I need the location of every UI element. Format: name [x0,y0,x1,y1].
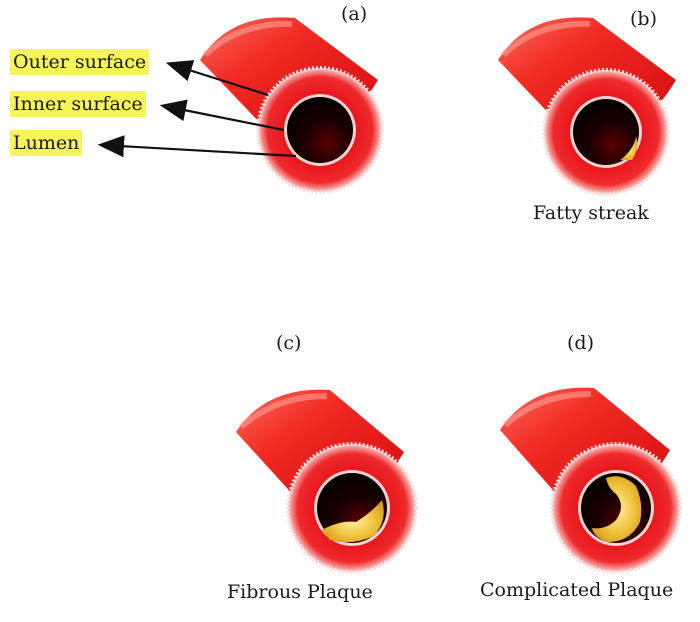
caption-fatty-streak: Fatty streak [533,202,649,224]
vessel-a [200,17,384,194]
arrow-inner-surface [159,99,285,132]
caption-complicated-plaque: Complicated Plaque [480,579,674,601]
outer-surface-label: Outer surface [10,49,150,75]
vessel-b [498,17,676,196]
panel-a-tag: (a) [341,3,368,25]
panel-d-tag: (d) [567,332,594,354]
complicated-plaque [592,476,642,542]
arrow-lumen [97,135,297,158]
vessel-c [236,389,418,574]
inner-surface-label: Inner surface [10,91,146,117]
fatty-streak-plaque [620,136,638,160]
lumen-label: Lumen [10,130,83,156]
panel-b-tag: (b) [630,8,657,30]
fibrous-plaque [322,500,384,543]
vessel-d [500,387,682,574]
panel-c-tag: (c) [276,332,302,354]
arrow-outer-surface [165,60,269,97]
lumen-a [287,97,353,163]
caption-fibrous-plaque: Fibrous Plaque [227,581,373,603]
